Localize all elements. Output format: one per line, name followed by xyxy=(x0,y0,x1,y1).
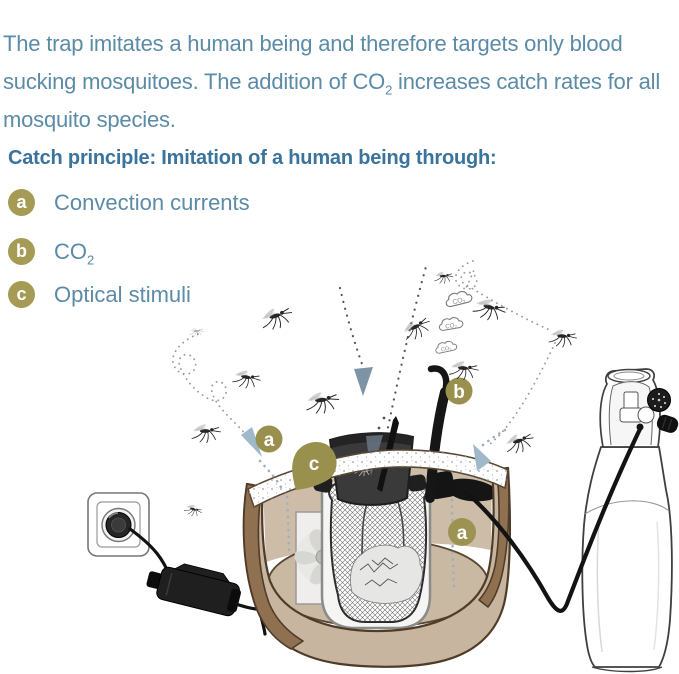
co2-subscript: 2 xyxy=(385,82,393,98)
mosquito-icon xyxy=(258,302,296,333)
flow-dots-right-wall xyxy=(450,498,456,590)
label-optical: Optical stimuli xyxy=(54,281,191,307)
badge-c: c xyxy=(8,281,35,308)
list-item-co2: b CO2 xyxy=(8,238,95,267)
flow-dots-right-rim xyxy=(481,426,511,447)
catch-principle-heading: Catch principle: Imitation of a human be… xyxy=(8,147,497,169)
convection-arrow-right-icon xyxy=(473,444,491,471)
svg-text:a: a xyxy=(457,523,468,544)
svg-text:a: a xyxy=(264,430,275,451)
svg-text:c: c xyxy=(309,454,320,475)
convection-arrow-left-icon xyxy=(241,427,262,457)
mosquito-icon xyxy=(471,294,509,325)
marker-c-pin xyxy=(292,441,337,490)
intro-part2: increases catch rates for all mosquito s… xyxy=(3,69,661,132)
co2-hose xyxy=(463,426,643,613)
badge-b: b xyxy=(8,238,35,265)
caught-mosquitoes-pile xyxy=(350,544,423,604)
list-item-convection: a Convection currents xyxy=(8,189,250,216)
label-co2: CO2 xyxy=(54,238,95,267)
badge-a: a xyxy=(8,189,35,216)
mosquito-icon xyxy=(183,501,204,519)
flight-trail-right-lower xyxy=(489,342,556,445)
svg-text:CO2: CO2 xyxy=(441,345,452,353)
mosquito-flight-trails xyxy=(171,260,556,445)
suction-dots xyxy=(338,286,364,366)
pressure-gauge-icon xyxy=(647,388,671,412)
marker-b xyxy=(445,377,473,405)
svg-text:b: b xyxy=(453,382,465,403)
power-outlet xyxy=(87,492,150,557)
mosquito-icon xyxy=(399,312,435,344)
list-item-optical: c Optical stimuli xyxy=(8,281,191,308)
catch-bag xyxy=(328,479,428,623)
marker-a-left xyxy=(255,425,283,453)
svg-text:CO2: CO2 xyxy=(452,296,467,308)
intro-part1: The trap imitates a human being and ther… xyxy=(3,31,623,94)
co2-rise-dots xyxy=(463,269,475,293)
mosquito-icon xyxy=(304,388,341,416)
mosquito-icon xyxy=(189,326,204,337)
mosquito-icon xyxy=(502,428,537,456)
suction-arrow-icon xyxy=(354,367,373,396)
mosquito-icon xyxy=(434,270,454,284)
mosquito-icon xyxy=(548,327,578,349)
svg-text:CO2: CO2 xyxy=(445,322,458,331)
co2-cylinder xyxy=(581,368,679,673)
mosquito-icon xyxy=(448,358,480,382)
regulator-knob-icon xyxy=(656,414,679,433)
mosquito-icon xyxy=(191,422,221,443)
pot-cut-edge-left xyxy=(242,483,304,650)
label-convection: Convection currents xyxy=(54,189,250,215)
flight-trail-left xyxy=(171,333,251,441)
trap-pot xyxy=(242,365,511,668)
convection-flows xyxy=(241,426,511,590)
plume-dots xyxy=(380,261,429,457)
flow-dots-left-upper xyxy=(258,459,284,491)
co2-bubbles: CO2 CO2 CO2 xyxy=(435,290,473,354)
flight-trail-right-upper xyxy=(454,260,553,332)
diagram-markers: a c b a xyxy=(255,377,476,546)
valve-stem xyxy=(623,391,639,411)
air-currents xyxy=(338,261,429,457)
intro-text: The trap imitates a human being and ther… xyxy=(3,25,675,139)
mosquito-icon xyxy=(231,367,263,391)
marker-a-right xyxy=(448,518,476,546)
co2-dispenser-arm xyxy=(425,365,496,503)
